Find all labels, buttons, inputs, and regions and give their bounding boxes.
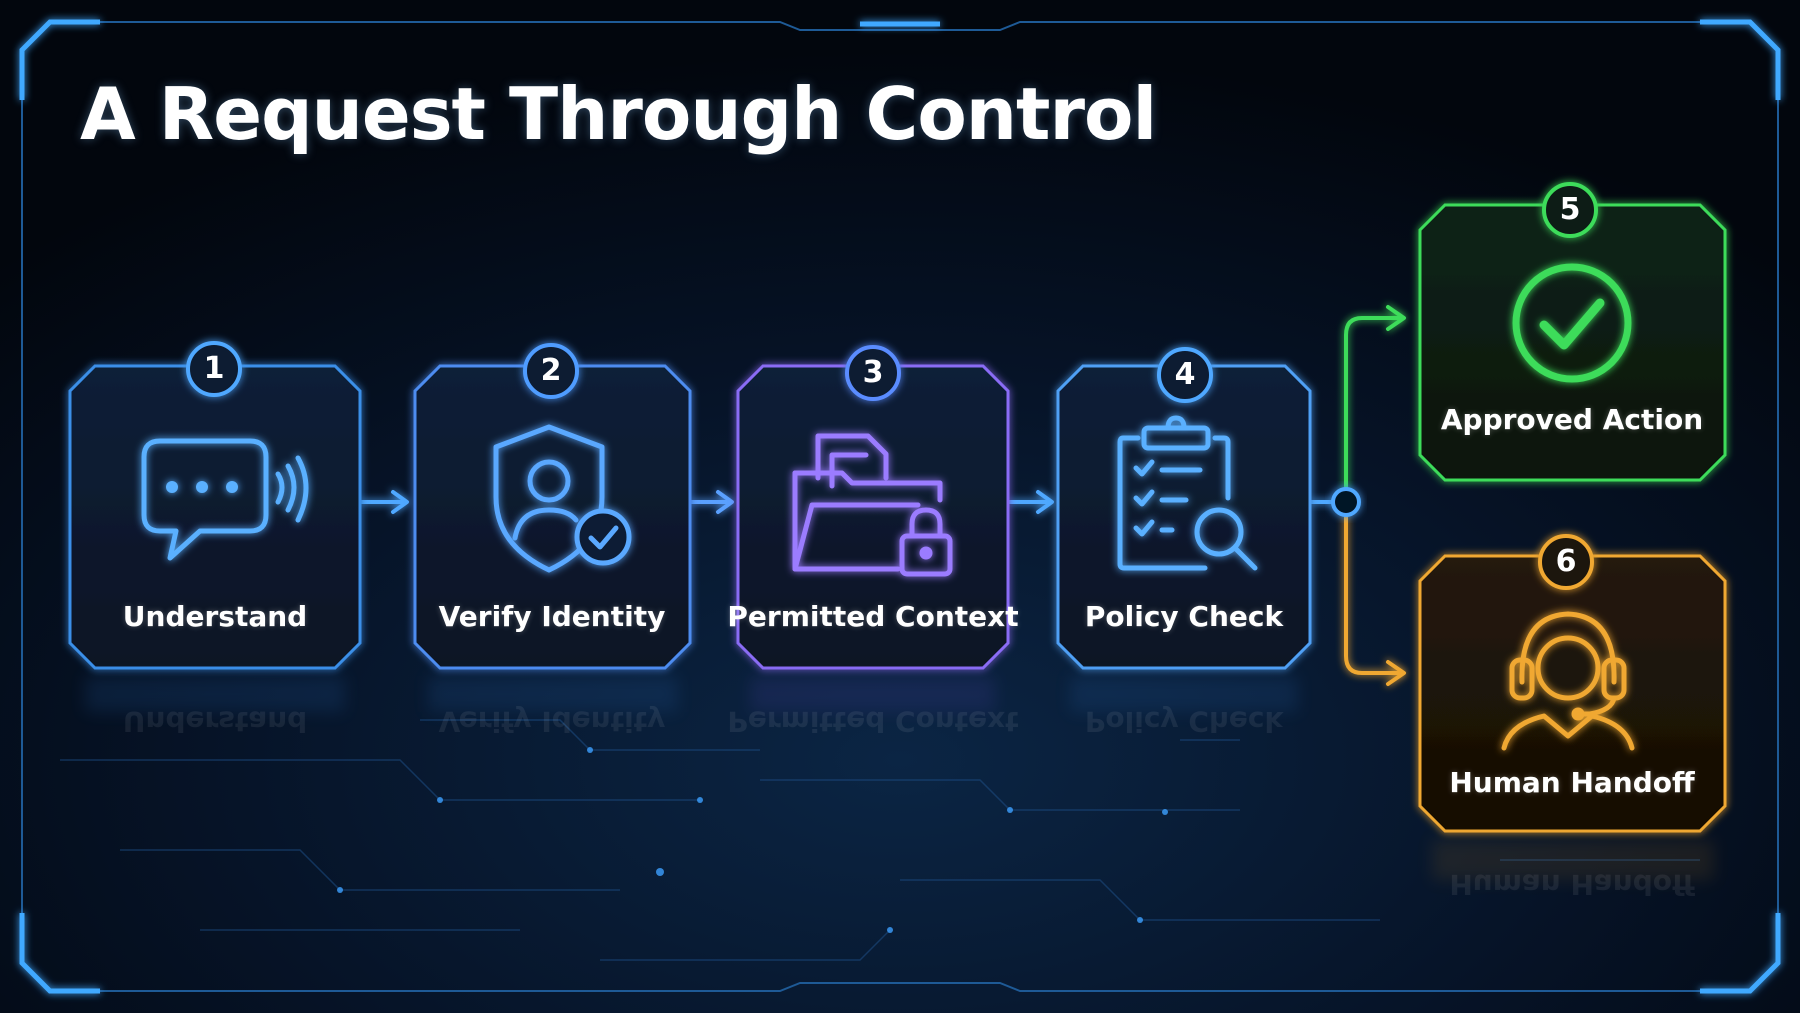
decision-junction <box>1331 487 1361 517</box>
headset-agent-icon <box>1501 611 1635 751</box>
outcome-label-approved-action: Approved Action <box>1440 403 1704 436</box>
outcome-card-human-handoff <box>1418 554 1727 833</box>
step-3-badge <box>845 345 901 401</box>
step-4-number: 4 <box>1174 357 1196 392</box>
clipboard-search-icon <box>1117 415 1258 571</box>
outcome-label-human-handoff: Human Handoff <box>1449 766 1695 799</box>
arrow-to-approved <box>1344 305 1406 492</box>
step-4-badge <box>1157 347 1213 403</box>
step-2-badge <box>523 343 579 399</box>
step-2-number: 2 <box>540 353 562 388</box>
step-label-understand: Understand <box>122 600 308 633</box>
arrow-2-to-3 <box>688 490 734 514</box>
step-label-policy-check: Policy Check <box>1084 600 1284 633</box>
chat-bubble-icon <box>141 438 309 561</box>
checkmark-circle-icon <box>1512 263 1632 383</box>
folder-lock-icon <box>792 433 953 577</box>
step-5-number: 5 <box>1559 192 1581 227</box>
circuit-nodes <box>337 747 1168 933</box>
page-title: A Request Through Control <box>80 72 1157 156</box>
step-card-understand <box>68 364 362 670</box>
step-1-badge <box>186 341 242 397</box>
step-label-permitted-context: Permitted Context <box>727 600 1019 633</box>
step-label-verify-identity: Verify Identity <box>438 600 666 633</box>
step-6-number: 6 <box>1555 544 1577 579</box>
step-5-badge <box>1542 182 1598 238</box>
arrow-1-to-2 <box>358 490 409 514</box>
step-card-verify-identity <box>413 364 692 670</box>
step-6-badge <box>1538 534 1594 590</box>
step-3-number: 3 <box>862 355 884 390</box>
card-reflections <box>85 676 1714 880</box>
shield-user-check-icon <box>493 424 632 573</box>
step-1-number: 1 <box>203 351 225 386</box>
step-card-permitted-context <box>736 364 1010 670</box>
arrow-3-to-4 <box>1008 490 1054 514</box>
outcome-card-approved-action <box>1418 203 1727 482</box>
arrow-to-handoff <box>1344 514 1406 686</box>
connectors <box>358 305 1406 686</box>
hud-frame-accents <box>19 19 1781 994</box>
